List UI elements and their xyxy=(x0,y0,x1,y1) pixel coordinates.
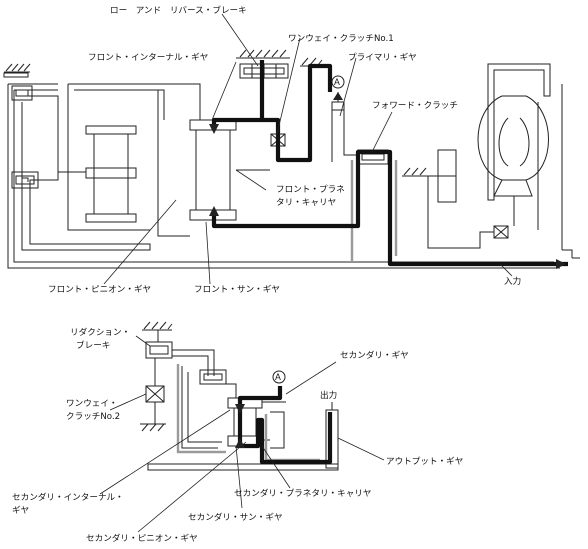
reduction-brake-symbol xyxy=(142,321,173,359)
secondary-down-arrow xyxy=(235,404,245,414)
front-planetary-unit: ロー アンド リバース・ブレーキ ワンウェイ・クラッチNo.1 プライマリ・ギヤ… xyxy=(3,4,580,295)
secondary-sun-gear-label: セカンダリ・サン・ギヤ xyxy=(188,511,283,523)
front-sun-gear-label: フロント・サン・ギヤ xyxy=(194,284,280,295)
front-internal-gear-label: フロント・インターナル・ギヤ xyxy=(88,52,208,63)
output-label: 出力 xyxy=(320,389,337,401)
primary-gear-symbol xyxy=(331,75,358,162)
connector-a-bottom-label: A xyxy=(275,373,281,383)
front-pinion-drum xyxy=(58,125,137,223)
secondary-gear-label: セカンダリ・ギヤ xyxy=(340,349,409,361)
front-internal-gear-housing xyxy=(21,83,201,251)
forward-clutch-label: フォワード・クラッチ xyxy=(372,100,458,111)
one-way-clutch-2-label-2: クラッチNo.2 xyxy=(66,411,120,422)
secondary-internal-gear-label-2: ギヤ xyxy=(12,505,29,516)
primary-up-arrow xyxy=(333,92,343,100)
upper-leader-lines xyxy=(103,13,513,285)
secondary-up-arrow xyxy=(235,438,245,448)
reduction-brake-label-1: リダクション・ xyxy=(70,326,130,338)
low-reverse-brake-label: ロー アンド リバース・ブレーキ xyxy=(110,4,247,16)
output-gear-label: アウトプット・ギヤ xyxy=(386,456,463,467)
secondary-power-flow-path xyxy=(237,386,333,465)
secondary-housing xyxy=(172,349,237,449)
connector-a-bottom-circle xyxy=(272,370,286,384)
front-planetary-carrier-label-1: フロント・プラネ xyxy=(276,184,345,195)
front-planetary-gearset xyxy=(189,119,270,221)
forward-clutch-housing xyxy=(350,160,398,262)
reduction-brake-label-2: ブレーキ xyxy=(76,339,110,351)
front-pinion-gear-label: フロント・ピニオン・ギヤ xyxy=(48,284,151,295)
input-arrow xyxy=(556,259,566,269)
carrier-down-arrow xyxy=(209,124,219,134)
secondary-pinion-gear-label: セカンダリ・ピニオン・ギヤ xyxy=(86,532,198,544)
housing-outline xyxy=(7,83,560,269)
front-planetary-carrier-label-2: タリ・キャリヤ xyxy=(276,197,336,208)
secondary-internal-gear-label-1: セカンダリ・インターナル・ xyxy=(12,491,124,503)
output-shaft xyxy=(147,402,339,471)
left-brake-top-symbol xyxy=(11,85,33,101)
one-way-clutch-1-label: ワンウェイ・クラッチNo.1 xyxy=(288,33,394,44)
input-label: 入力 xyxy=(504,275,521,287)
sun-gear-up-arrow xyxy=(209,206,219,216)
stator-brake-symbol xyxy=(402,149,494,249)
secondary-planetary-carrier-label: セカンダリ・プラネタリ・キャリヤ xyxy=(234,487,372,499)
ground-hatch-left xyxy=(3,63,31,78)
input-power-flow-path xyxy=(211,149,568,267)
primary-gear-label: プライマリ・ギヤ xyxy=(348,52,417,63)
one-way-clutch-2-label-1: ワンウェイ・ xyxy=(66,398,118,409)
secondary-planetary-unit: リダクション・ ブレーキ セカンダリ・ギヤ A 出力 ワンウェイ・ クラッチNo… xyxy=(12,79,463,544)
lower-leader-lines xyxy=(99,335,385,533)
connector-a-top-label: A xyxy=(334,78,340,88)
torque-converter xyxy=(477,63,580,259)
left-brake-mid-symbol xyxy=(11,171,39,189)
